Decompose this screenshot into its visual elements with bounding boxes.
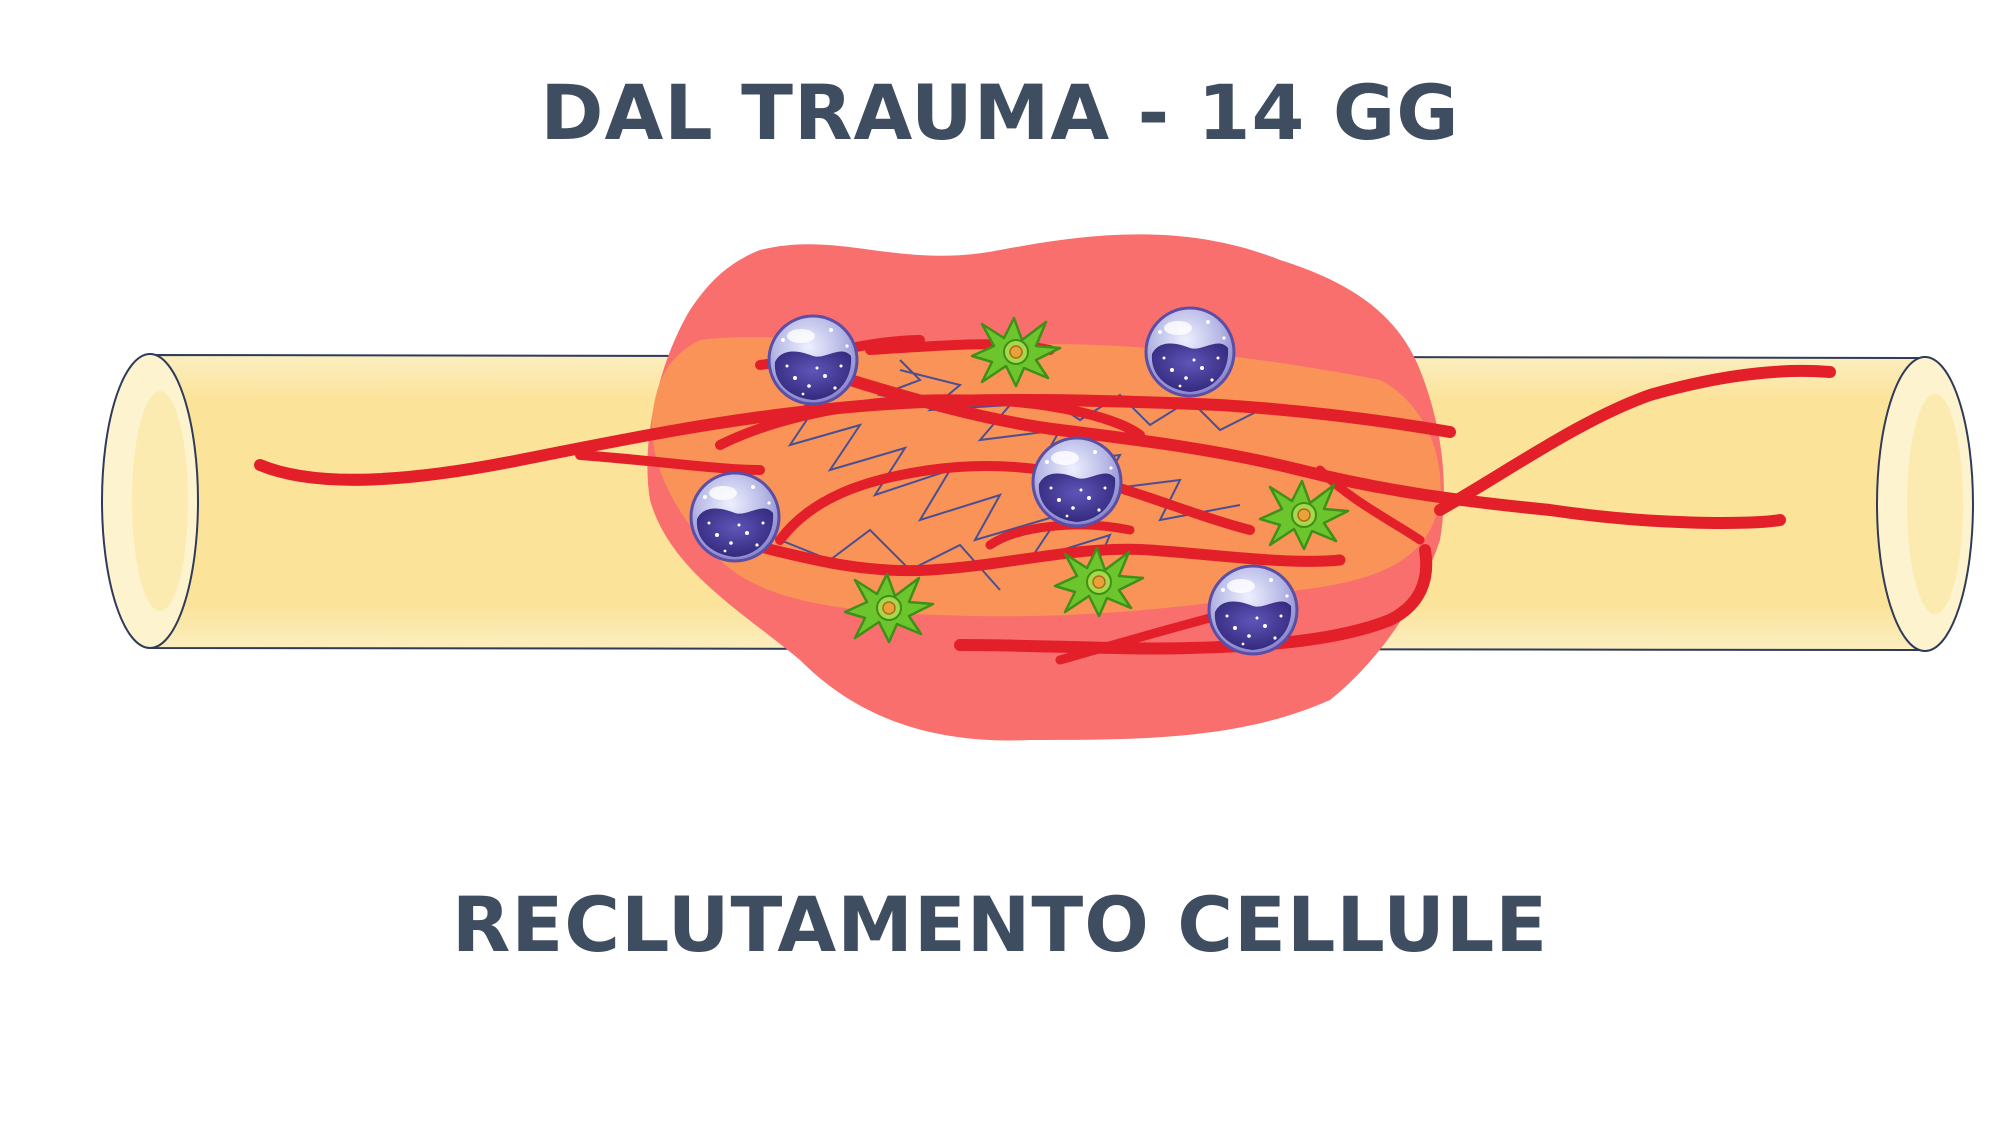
- blood-vessel: [254, 335, 1836, 665]
- diagram-title: DAL TRAUMA - 14 GG: [540, 68, 1460, 157]
- diagram-caption: RECLUTAMENTO CELLULE: [451, 880, 1549, 969]
